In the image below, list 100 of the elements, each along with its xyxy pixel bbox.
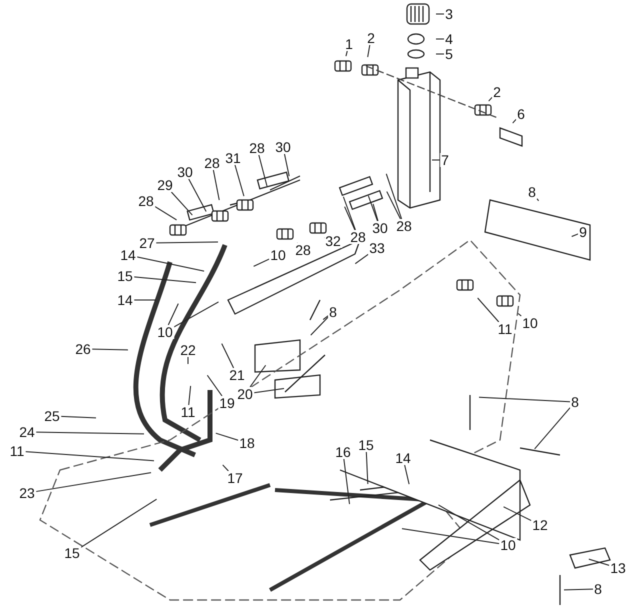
leader-line: [212, 170, 220, 201]
leader-line: [170, 192, 193, 216]
callout-number: 11: [496, 322, 514, 336]
callout-number: 31: [224, 151, 242, 165]
callout-number: 15: [357, 438, 375, 452]
leader-line: [368, 195, 378, 222]
callout-number: 28: [349, 230, 367, 244]
callout-number: 26: [74, 342, 92, 356]
leader-line: [512, 118, 517, 124]
callout-number: 10: [269, 248, 287, 262]
callout-number: 24: [18, 425, 36, 439]
leader-line: [367, 44, 370, 58]
callout-number: 27: [138, 236, 156, 250]
callout-number: 8: [328, 305, 338, 319]
callout-number: 11: [180, 405, 196, 419]
callout-number: 22: [179, 343, 197, 357]
leader-line: [222, 464, 229, 472]
callout-number: 8: [570, 395, 580, 409]
leader-line: [24, 451, 154, 462]
callout-number: 28: [395, 219, 413, 233]
leader-line: [155, 242, 218, 244]
leader-line: [136, 256, 205, 272]
leader-line: [35, 432, 144, 434]
leader-line: [221, 343, 234, 368]
leader-line: [234, 164, 244, 197]
callout-number: 2: [492, 85, 502, 99]
callout-number: 11: [8, 444, 26, 458]
callout-number: 16: [334, 445, 352, 459]
leader-line: [588, 558, 610, 566]
leader-line: [284, 154, 290, 177]
leader-line: [436, 38, 445, 40]
leader-line: [154, 206, 178, 220]
leader-line: [478, 396, 571, 402]
callout-number: 12: [531, 518, 549, 532]
callout-number: 15: [63, 546, 81, 560]
leader-line: [35, 472, 152, 492]
callout-number: 30: [371, 221, 389, 235]
leader-line: [386, 173, 402, 220]
callout-number: 3: [444, 7, 454, 21]
leader-line: [168, 303, 179, 326]
leader-line: [215, 432, 239, 441]
leader-line: [564, 588, 594, 590]
leader-line: [322, 315, 329, 320]
callout-number: 28: [248, 141, 266, 155]
leader-line: [253, 258, 270, 267]
callout-number: 23: [18, 486, 36, 500]
callout-number: 15: [116, 269, 134, 283]
callout-number: 10: [521, 316, 539, 330]
leader-line: [310, 316, 329, 336]
callout-number: 18: [238, 436, 256, 450]
callout-number: 2: [366, 31, 376, 45]
leader-line: [404, 464, 410, 485]
leader-line: [188, 178, 207, 212]
callout-number: 17: [226, 471, 244, 485]
leader-line: [253, 388, 285, 394]
callout-number: 29: [156, 178, 174, 192]
callout-number: 14: [116, 293, 134, 307]
callout-number: 5: [444, 47, 454, 61]
callout-number: 30: [274, 140, 292, 154]
callout-number: 28: [203, 156, 221, 170]
leader-line: [366, 452, 368, 484]
leader-line: [206, 374, 223, 396]
callout-number: 9: [578, 225, 588, 239]
callout-number: 28: [294, 243, 312, 257]
leader-line: [250, 364, 266, 388]
callout-number: 6: [516, 107, 526, 121]
callout-number: 21: [228, 368, 246, 382]
leader-line: [188, 385, 192, 406]
leader-line: [91, 348, 128, 350]
callout-number: 33: [368, 241, 386, 255]
callout-number: 10: [499, 538, 517, 552]
leader-line: [477, 298, 500, 322]
leader-line: [344, 206, 356, 230]
leader-line: [345, 50, 348, 57]
callout-number: 20: [236, 387, 254, 401]
leader-line: [534, 407, 571, 450]
leader-line: [372, 203, 378, 222]
callout-number: 7: [440, 153, 450, 167]
callout-number: 13: [609, 561, 627, 575]
leader-line: [354, 254, 369, 264]
callout-number: 4: [444, 32, 454, 46]
leader-line: [503, 506, 532, 522]
leader-line: [80, 498, 158, 548]
callout-number: 10: [156, 325, 174, 339]
callout-number: 1: [344, 37, 354, 51]
leader-line: [343, 458, 350, 505]
leader-line: [173, 301, 219, 328]
callout-number: 8: [593, 582, 603, 596]
callout-number: 28: [137, 194, 155, 208]
leader-line: [133, 276, 197, 284]
leader-line: [401, 528, 500, 544]
leader-line: [60, 416, 96, 418]
leader-line: [488, 96, 493, 102]
leader-line: [258, 154, 268, 187]
callout-number: 19: [218, 396, 236, 410]
leader-line: [438, 504, 500, 540]
callout-number: 25: [43, 409, 61, 423]
callout-number: 14: [394, 451, 412, 465]
callout-number: 32: [324, 234, 342, 248]
callout-number: 8: [527, 185, 537, 199]
